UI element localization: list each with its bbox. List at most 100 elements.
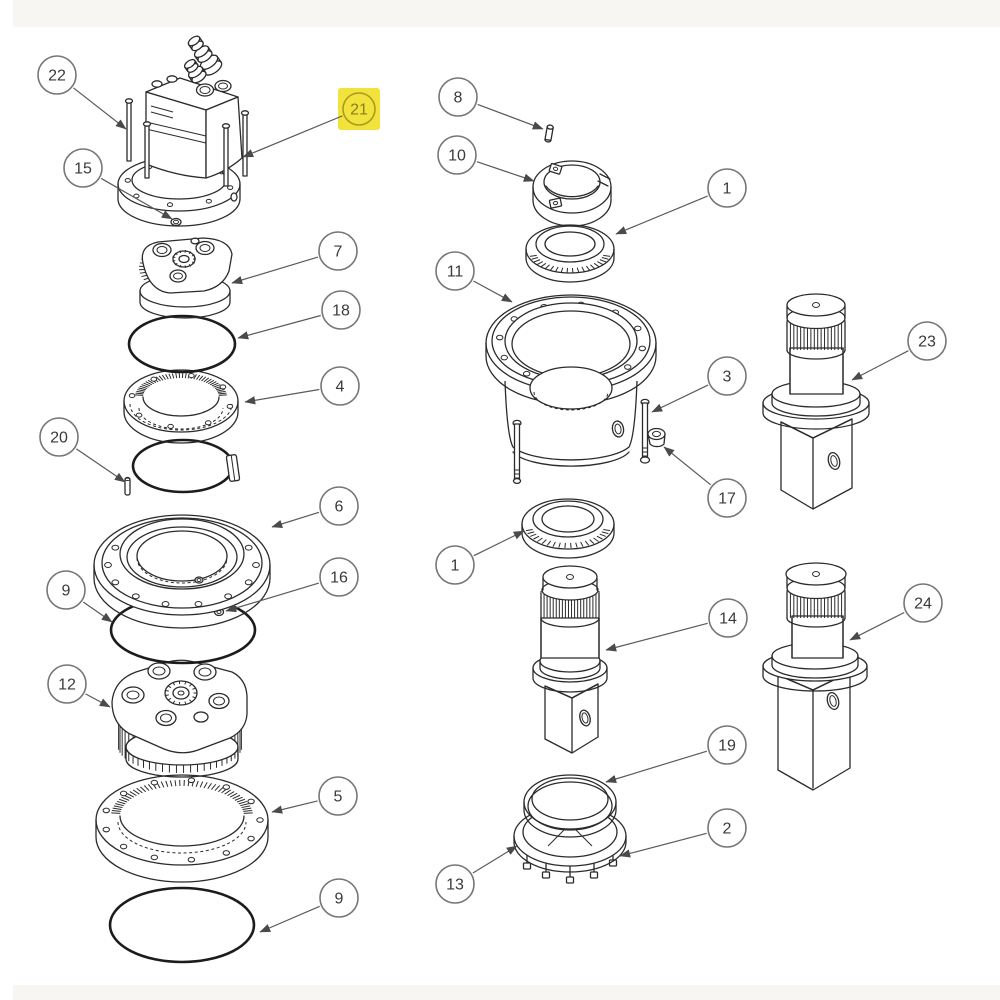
callout-circle [39, 417, 79, 457]
callout-number: 14 [719, 611, 737, 628]
callout-number: 11 [447, 264, 464, 281]
part-split-ring-10 [532, 160, 612, 227]
part-bearing-upper-1 [525, 224, 615, 283]
callout-2[interactable]: 2 [619, 808, 747, 858]
callout-number: 1 [723, 181, 732, 198]
callout-24[interactable]: 24 [849, 583, 943, 641]
callout-23[interactable]: 23 [851, 321, 947, 381]
part-plug-15 [170, 217, 182, 227]
leader-line [76, 448, 126, 483]
callout-7[interactable]: 7 [231, 231, 358, 285]
callout-12[interactable]: 12 [47, 664, 111, 708]
leader-line [85, 693, 111, 708]
leader-line [237, 314, 321, 340]
callout-13[interactable]: 13 [435, 845, 518, 904]
callout-number: 6 [335, 499, 344, 516]
callouts-layer: 2215217184206916125981011131723114241921… [37, 55, 947, 933]
callout-number: 9 [335, 891, 344, 908]
callout-18[interactable]: 18 [237, 290, 361, 340]
callout-15[interactable]: 15 [63, 148, 173, 220]
callout-circle [319, 878, 359, 918]
callout-21[interactable]: 21 [242, 88, 380, 158]
callout-4[interactable]: 4 [244, 366, 360, 406]
callout-10[interactable]: 10 [437, 135, 535, 182]
part-shaft-23 [762, 293, 870, 510]
leader-line [242, 115, 343, 158]
callout-6[interactable]: 6 [271, 486, 359, 528]
page-band-top [13, 0, 1000, 27]
part-stud-left [512, 419, 522, 485]
callout-circle [707, 356, 747, 396]
part-housing-11 [485, 294, 657, 467]
callout-22[interactable]: 22 [37, 55, 127, 130]
callout-number: 20 [50, 430, 68, 447]
leader-line [663, 446, 712, 486]
callout-number: 12 [58, 677, 76, 694]
leader-line [619, 832, 707, 858]
leader-line [82, 601, 113, 623]
callout-11[interactable]: 11 [435, 251, 513, 303]
callout-number: 24 [914, 596, 932, 613]
callout-circle [435, 545, 475, 585]
callout-20[interactable]: 20 [39, 417, 126, 483]
leader-line [271, 511, 320, 528]
callout-circle [437, 135, 477, 175]
leader-line [851, 350, 909, 381]
callout-19[interactable]: 19 [605, 725, 747, 784]
callout-17[interactable]: 17 [663, 446, 747, 518]
highlight-box [338, 88, 380, 130]
callout-9[interactable]: 9 [46, 570, 113, 623]
leader-line [473, 280, 513, 303]
leader-line [472, 845, 518, 874]
callout-circle [435, 251, 475, 291]
part-bushing-17 [647, 427, 666, 448]
part-stud-3 [639, 398, 651, 464]
callout-circle [707, 725, 747, 765]
part-motor-assembly-21 [117, 35, 243, 227]
callout-circle [321, 290, 361, 330]
leader-line [231, 256, 319, 285]
callout-circle [319, 557, 359, 597]
callout-circle [707, 478, 747, 518]
callout-circle [708, 598, 748, 638]
callout-number: 18 [332, 303, 350, 320]
leader-line [473, 530, 525, 557]
callout-1-2[interactable]: 1 [435, 530, 525, 585]
callout-circle [37, 55, 77, 95]
callout-circle [318, 776, 358, 816]
callout-number: 7 [334, 244, 343, 261]
leader-line [476, 161, 535, 182]
leader-line [259, 905, 320, 933]
callout-number: 21 [350, 102, 368, 119]
part-pin-8 [544, 124, 554, 143]
part-carrier-7 [139, 237, 233, 319]
callout-number: 17 [718, 491, 736, 508]
hydraulic-fitting-small [183, 58, 207, 84]
callout-circle [319, 486, 359, 526]
part-shaft-14 [532, 565, 608, 754]
leader-line [225, 582, 320, 613]
callout-circle [707, 808, 747, 848]
leader-line [477, 103, 544, 130]
part-oring-backup [131, 438, 241, 494]
part-oring-bottom-9 [108, 886, 256, 964]
callout-5[interactable]: 5 [271, 776, 358, 816]
part-dowel-pin-20 [124, 476, 131, 496]
leader-line [100, 177, 173, 220]
callout-circle [707, 168, 747, 208]
callout-1[interactable]: 1 [615, 168, 747, 235]
callout-number: 22 [48, 68, 66, 85]
callout-number: 4 [336, 379, 345, 396]
callout-8[interactable]: 8 [438, 77, 544, 130]
callout-circle [46, 570, 86, 610]
callout-14[interactable]: 14 [605, 598, 748, 652]
callout-number: 8 [454, 90, 463, 107]
callout-16[interactable]: 16 [225, 557, 359, 613]
leader-line [271, 800, 318, 814]
callout-number: 1 [451, 558, 460, 575]
leader-line [615, 195, 708, 235]
page-band-bottom [13, 985, 1000, 1000]
callout-9-2[interactable]: 9 [259, 878, 359, 933]
callout-3[interactable]: 3 [651, 356, 747, 413]
